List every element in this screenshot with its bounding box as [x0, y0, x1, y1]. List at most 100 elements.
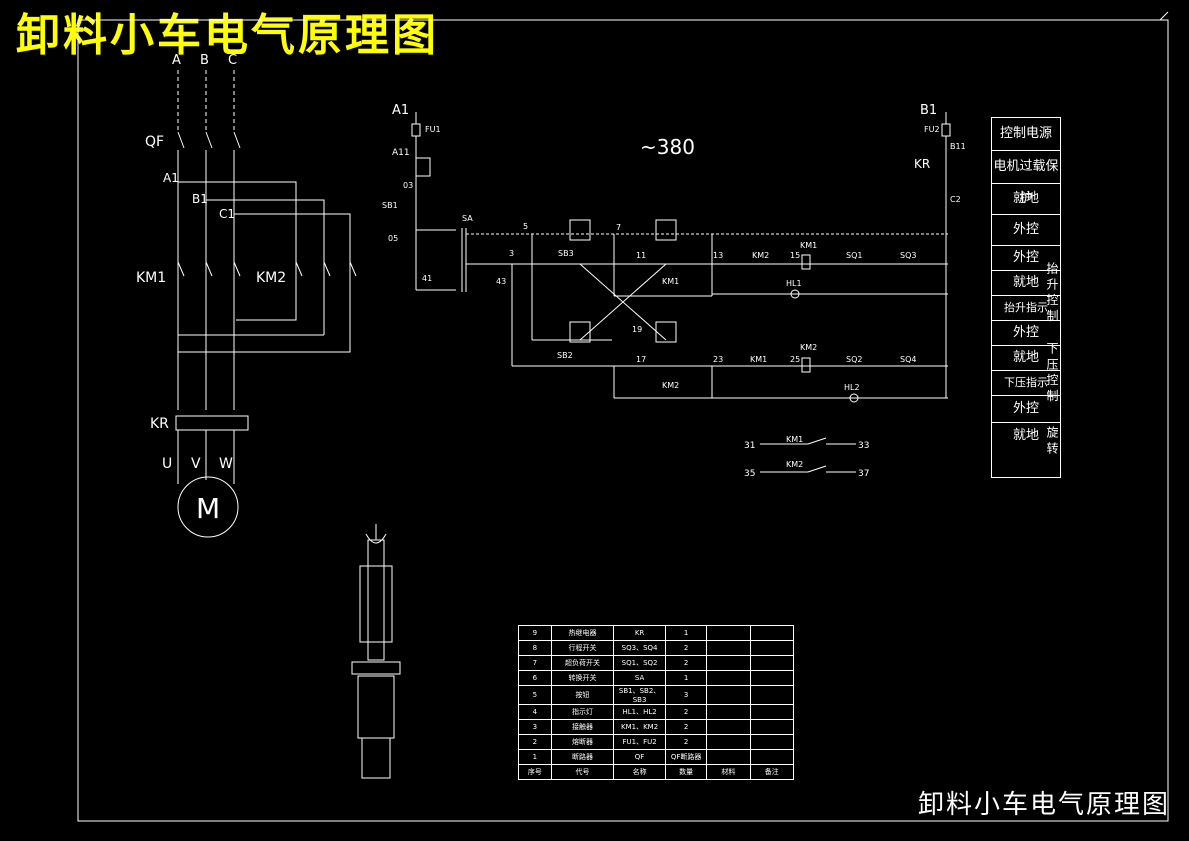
power-circuit: A B C QF A1 B1 C1 KM1 KM2 KR U V W [136, 53, 357, 538]
side-cell: 控制电源 [992, 118, 1060, 151]
bom-cell: 名称 [613, 764, 666, 780]
svg-text:SB2: SB2 [557, 351, 573, 360]
node-a1: A1 [163, 171, 179, 185]
bom-cell [706, 685, 751, 705]
svg-text:FU2: FU2 [924, 125, 940, 134]
side-cell: 外控 [992, 321, 1060, 346]
drawing-frame [77, 19, 1169, 822]
svg-text:3: 3 [509, 249, 514, 258]
bom-cell: 按钮 [550, 685, 615, 705]
svg-text:5: 5 [523, 222, 528, 231]
bom-cell [749, 749, 795, 765]
side-cell: 就地 [992, 184, 1060, 215]
bom-cell [749, 655, 795, 671]
svg-text:23: 23 [713, 355, 723, 364]
km1-label: KM1 [136, 270, 166, 286]
bom-cell: 1 [664, 625, 708, 641]
kr-label: KR [150, 416, 169, 432]
bom-cell: 数量 [664, 764, 708, 780]
bom-cell: 热继电器 [550, 625, 615, 641]
svg-text:37: 37 [858, 469, 869, 479]
svg-text:KM1: KM1 [786, 435, 803, 444]
svg-text:SB3: SB3 [558, 249, 574, 258]
side-cell: 就地 [992, 271, 1060, 296]
bom-cell: KM1、KM2 [613, 719, 666, 735]
svg-text:SQ4: SQ4 [900, 355, 916, 364]
svg-text:33: 33 [858, 441, 869, 451]
bom-cell: 断路器 [550, 749, 615, 765]
svg-text:7: 7 [616, 223, 621, 232]
svg-text:KM2: KM2 [786, 460, 803, 469]
svg-text:SB1: SB1 [382, 201, 398, 210]
svg-text:SA: SA [462, 214, 473, 223]
bom-cell [706, 704, 751, 720]
phase-b-label: B [200, 53, 209, 68]
svg-text:41: 41 [422, 274, 432, 283]
bom-cell: KR [613, 625, 666, 641]
bom-cell: 2 [664, 640, 708, 656]
bom-cell [706, 655, 751, 671]
bom-cell [749, 640, 795, 656]
svg-text:43: 43 [496, 277, 506, 286]
side-cell: 外控 [992, 246, 1060, 271]
bom-cell: 3 [664, 685, 708, 705]
bom-cell: 2 [664, 734, 708, 750]
bom-cell: 2 [518, 734, 552, 750]
bom-cell: 转换开关 [550, 670, 615, 686]
bom-cell [749, 719, 795, 735]
svg-text:11: 11 [636, 251, 646, 260]
svg-text:A11: A11 [392, 148, 410, 158]
bom-cell: 2 [664, 719, 708, 735]
bom-cell [706, 625, 751, 641]
svg-text:HL1: HL1 [786, 279, 802, 288]
side-cell: 外控 [992, 396, 1060, 423]
svg-text:05: 05 [388, 234, 398, 243]
bom-cell: SQ3、SQ4 [613, 640, 666, 656]
svg-text:KM1: KM1 [800, 241, 817, 250]
bom-cell [706, 734, 751, 750]
bom-cell: SB1、SB2、SB3 [613, 685, 666, 705]
bom-cell: 指示灯 [550, 704, 615, 720]
bom-cell [749, 625, 795, 641]
svg-text:KM1: KM1 [662, 277, 679, 286]
side-group-press: 下 压 控 制 [1045, 342, 1059, 402]
svg-text:B11: B11 [950, 142, 966, 151]
svg-text:HL2: HL2 [844, 383, 860, 392]
bom-cell [749, 685, 795, 705]
svg-text:KM2: KM2 [662, 381, 679, 390]
bom-cell: 1 [518, 749, 552, 765]
phase-c-label: C [228, 53, 237, 68]
left-supply: A1 [392, 103, 409, 118]
bom-cell: 材料 [706, 764, 751, 780]
motor-label: M [196, 492, 220, 525]
bom-cell: 8 [518, 640, 552, 656]
svg-text:35: 35 [744, 469, 755, 479]
svg-text:FU1: FU1 [425, 125, 441, 134]
bom-cell: QF断路器 [664, 749, 708, 765]
svg-text:KM2: KM2 [752, 251, 769, 260]
bom-cell [706, 719, 751, 735]
right-supply: B1 [920, 103, 937, 118]
bom-cell: 2 [664, 655, 708, 671]
kr-overload [175, 415, 249, 431]
svg-text:31: 31 [744, 441, 755, 451]
svg-text:SQ2: SQ2 [846, 355, 862, 364]
bom-cell: HL1、HL2 [613, 704, 666, 720]
side-cell: 抬升指示 [992, 296, 1060, 321]
bom-cell: 9 [518, 625, 552, 641]
bom-cell: QF [613, 749, 666, 765]
term-u: U [162, 456, 172, 472]
svg-text:17: 17 [636, 355, 646, 364]
side-group-lift: 抬 升 控 制 [1045, 262, 1059, 322]
side-cell: 电机过载保护 [992, 151, 1060, 206]
